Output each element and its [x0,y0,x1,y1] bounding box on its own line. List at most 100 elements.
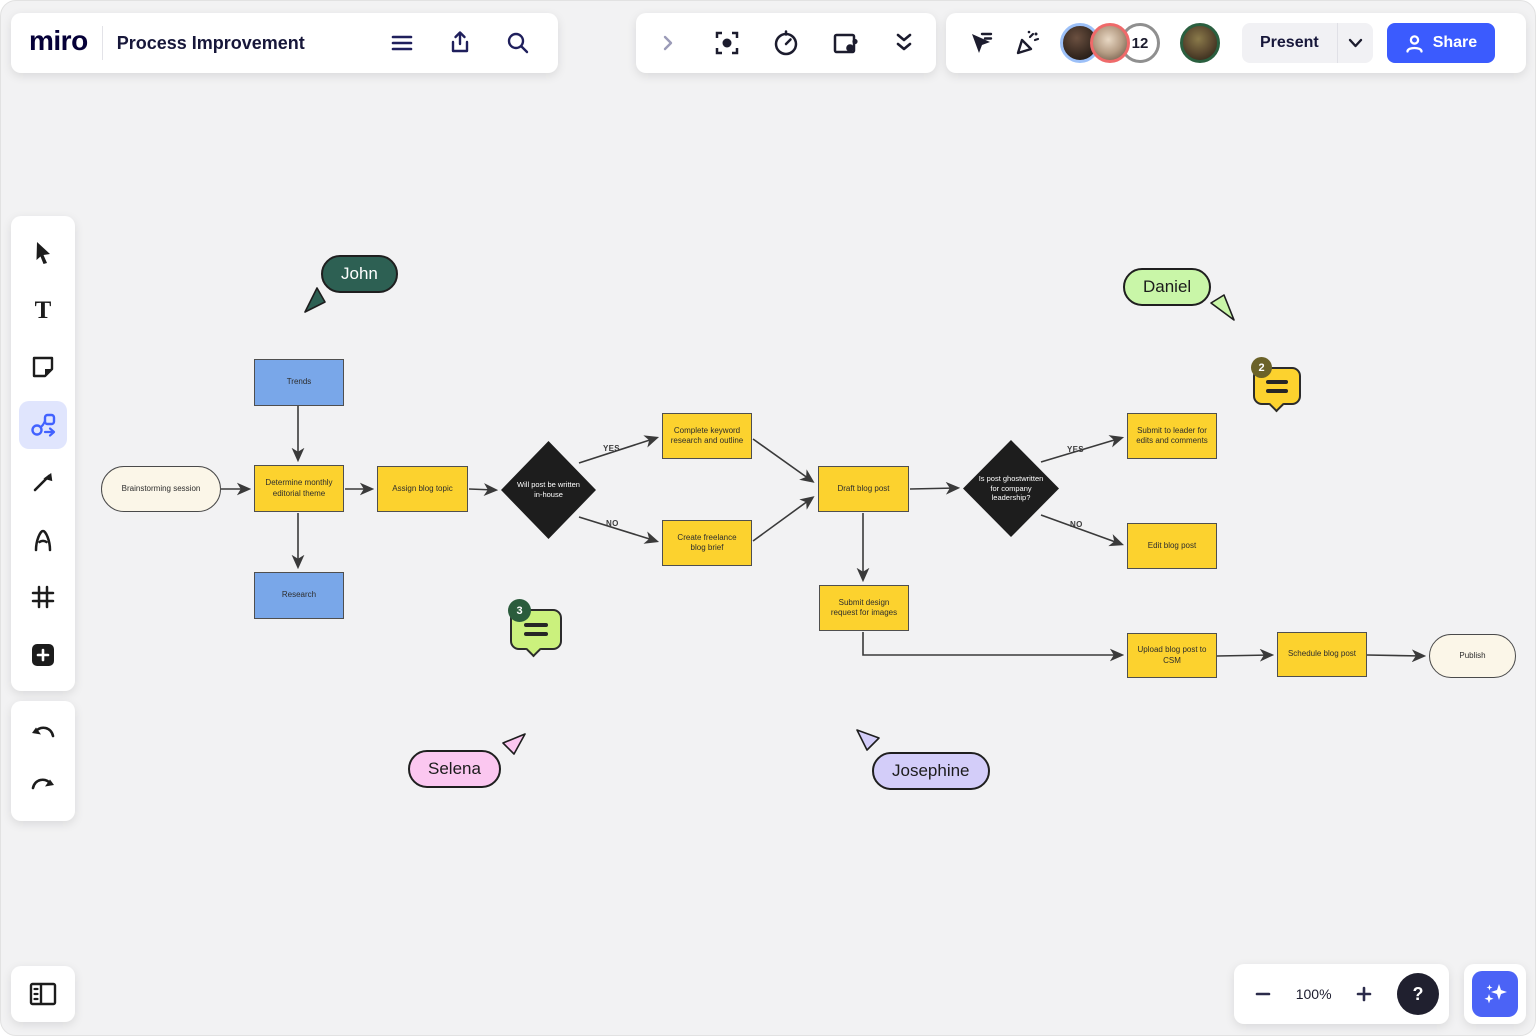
collapse-toolbar-button[interactable] [882,21,926,65]
search-button[interactable] [496,21,540,65]
creation-toolbar: T [11,216,75,691]
cursor-arrow-josephine [856,729,880,751]
cursor-nametag-selena: Selena [408,750,501,788]
participant-avatar[interactable] [1090,23,1130,63]
participant-avatar-stack[interactable]: 12 [1060,23,1160,63]
flow-node-publish[interactable]: Publish [1429,634,1516,678]
cursor-arrow-john [304,287,326,313]
person-icon [1406,34,1423,53]
share-label: Share [1432,34,1478,51]
plus-icon [1356,986,1372,1002]
flow-node-determine-theme[interactable]: Determine monthly editorial theme [254,465,344,512]
timer-button[interactable] [764,21,808,65]
collaboration-toolbar: 12 Present Share [946,13,1526,73]
flow-node-draft-post[interactable]: Draft blog post [818,466,909,512]
flow-node-freelance-brief[interactable]: Create freelance blog brief [662,520,752,566]
hide-cursors-button[interactable] [958,21,1002,65]
share-button[interactable]: Share [1386,23,1496,63]
tool-sticky-note[interactable] [19,343,67,391]
screen-share-button[interactable] [823,21,867,65]
expand-chevron-icon [663,35,673,51]
text-icon: T [35,297,52,323]
edge-label-no-2: NO [1070,520,1083,529]
flow-node-brainstorming[interactable]: Brainstorming session [101,466,221,512]
present-label: Present [1260,34,1319,51]
zoom-in-button[interactable] [1345,975,1383,1013]
zoom-out-button[interactable] [1244,975,1282,1013]
redo-icon [31,778,54,790]
tool-connection-line[interactable] [19,458,67,506]
hide-collaborator-cursors-icon [972,32,993,53]
facilitator-avatar[interactable] [1180,23,1220,63]
undo-button[interactable] [19,711,67,759]
attention-frame-icon [715,31,739,55]
reactions-confetti-icon [1016,30,1040,55]
flow-node-edit-post[interactable]: Edit blog post [1127,523,1217,569]
flow-node-design-request[interactable]: Submit design request for images [819,585,909,631]
top-left-toolbar: miro Process Improvement [11,13,558,73]
cursor-nametag-josephine: Josephine [872,752,990,790]
redo-button[interactable] [19,763,67,811]
comment-line-icon [524,632,548,636]
ai-assist-container [1464,964,1526,1024]
tool-pen[interactable] [19,516,67,564]
present-options-button[interactable] [1336,23,1373,63]
screen-share-icon [833,33,858,54]
comment-line-icon [1266,388,1288,393]
flow-node-schedule-post[interactable]: Schedule blog post [1277,632,1367,677]
shapes-connector-icon [31,413,56,437]
edge-label-yes-1: YES [603,444,620,453]
frame-icon [31,586,55,609]
zoom-toolbar: 100% ? [1234,964,1449,1024]
undo-icon [32,726,55,738]
help-label: ? [1412,983,1424,1004]
tool-more[interactable] [19,631,67,679]
comment-thread-green[interactable]: 3 [508,599,562,658]
cursor-arrow-selena [502,733,526,755]
history-toolbar [11,701,75,821]
flow-node-research[interactable]: Research [254,572,344,619]
cursor-icon [36,242,50,264]
flow-node-keyword-research[interactable]: Complete keyword research and outline [662,413,752,459]
cursor-arrow-daniel [1210,294,1235,321]
comment-line-icon [524,623,548,627]
comment-count-badge: 2 [1251,357,1272,378]
frames-panel-button[interactable] [11,966,75,1022]
attention-management-button[interactable] [705,21,749,65]
flow-node-submit-leader[interactable]: Submit to leader for edits and comments [1127,413,1217,459]
search-icon [507,32,529,54]
miro-logo[interactable]: miro [29,25,88,56]
reactions-button[interactable] [1006,21,1050,65]
flow-node-trends[interactable]: Trends [254,359,344,406]
ai-assist-button[interactable] [1472,971,1518,1017]
svg-text:T: T [35,297,52,323]
help-button[interactable]: ? [1396,973,1439,1015]
cursor-nametag-john: John [321,255,398,293]
frames-panel-icon [29,982,57,1006]
tool-shapes[interactable] [19,400,67,449]
flow-node-upload-csm[interactable]: Upload blog post to CSM [1127,633,1217,678]
menu-icon [391,35,413,51]
board-title[interactable]: Process Improvement [116,32,305,53]
tool-text[interactable]: T [19,286,67,334]
plus-icon [32,643,54,666]
arrow-icon [33,473,53,492]
tool-frame[interactable] [19,573,67,621]
zoom-level[interactable]: 100% [1295,986,1332,1002]
export-button[interactable] [438,21,482,65]
main-menu-button[interactable] [380,21,424,65]
edge-label-yes-2: YES [1067,445,1084,454]
comment-line-icon [1266,379,1288,384]
comment-thread-yellow[interactable]: 2 [1251,357,1301,413]
tool-select[interactable] [19,228,67,276]
pen-icon [34,529,52,552]
flow-node-assign-topic[interactable]: Assign blog topic [377,466,468,512]
present-button[interactable]: Present [1242,23,1373,63]
expand-toolbar-button[interactable] [646,21,690,65]
sticky-note-icon [32,356,54,378]
edge-label-no-1: NO [606,519,619,528]
